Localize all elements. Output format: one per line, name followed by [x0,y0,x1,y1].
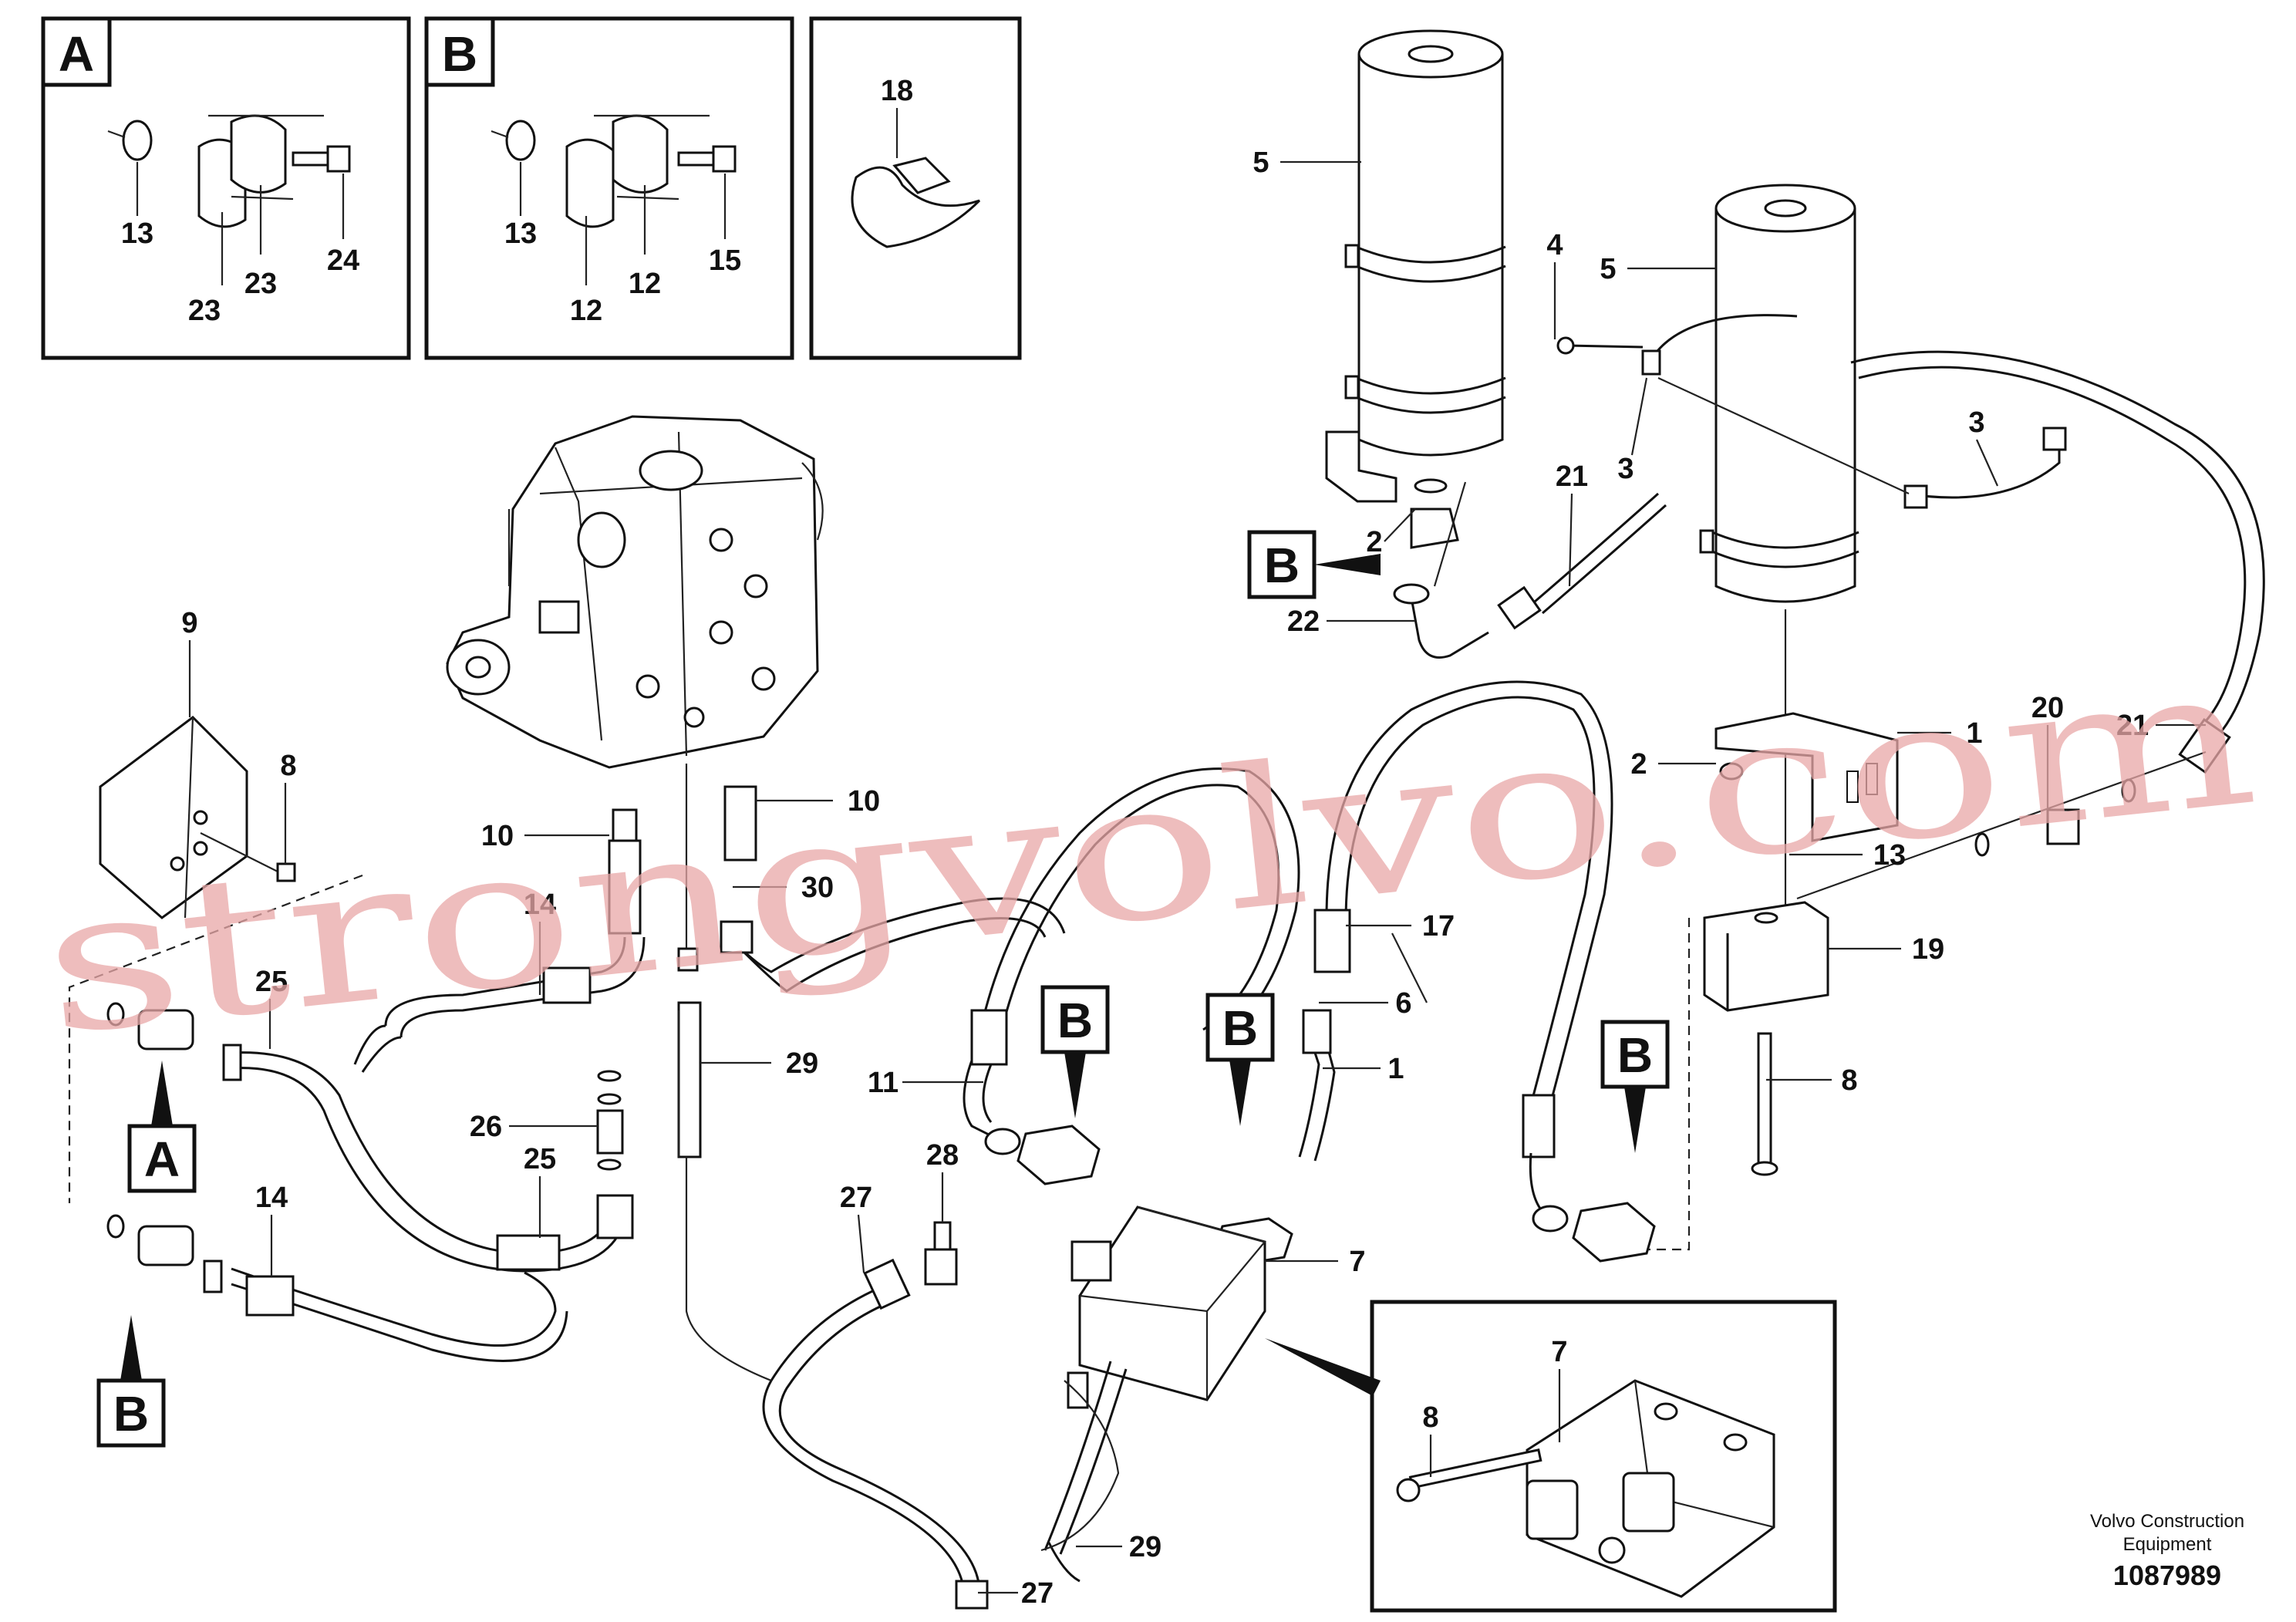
footer-company-line1: Volvo Construction [2090,1511,2244,1532]
callout-10-left: 10 [481,820,514,852]
dashed-link-right [1635,918,1691,1251]
main-control-valve [446,415,824,769]
callout-14-lower: 14 [255,1182,288,1214]
inset-b-letter: B [442,26,477,82]
fitting-26 [596,1070,624,1171]
callout-19: 19 [1912,933,1944,966]
callout-4: 4 [1546,229,1563,261]
dashed-link-left [68,874,363,1203]
inset-a-letter: A [59,26,94,82]
footer-company-line2: Equipment [2123,1534,2212,1555]
marker-b-left: B [113,1386,149,1442]
callout-27-upper: 27 [840,1182,872,1214]
callout-8-right: 8 [1841,1064,1857,1097]
footer-block: Volvo Construction Equipment 1087989 [2090,1511,2244,1591]
inset-b-label-12-right: 12 [629,268,661,300]
valve-7-detail-inset [1370,1300,1837,1613]
marker-b-hose-17: B [1617,1027,1653,1083]
inset-a-label-23-right: 23 [244,268,277,300]
valve-block-19 [1703,901,1829,1176]
hose-17 [1325,680,1613,1135]
callout-2-bracket: 2 [1630,748,1647,781]
hose-25 [231,1051,611,1255]
inset-a: A 13 23 23 24 [41,16,411,360]
inset-c: 18 [809,16,1022,360]
callout-17: 17 [1422,910,1455,943]
hose-14-lower [231,1267,557,1347]
callout-3-right: 3 [1968,406,1984,439]
inset-b-label-13: 13 [504,218,537,250]
inset-a-label-23-left: 23 [188,295,221,327]
inset-c-label-18: 18 [881,75,913,107]
tee-fitting-28 [924,1221,958,1286]
watermark-text: strongvolvo.com [33,623,2266,1078]
reference-markers: B B B B A B [96,530,1670,1448]
callout-25-upper: 25 [255,966,288,998]
callout-7-detail: 7 [1551,1336,1567,1368]
callout-25-lower: 25 [524,1143,556,1175]
flange-b2 [984,1125,1101,1185]
callout-21-left: 21 [1556,460,1588,493]
callout-21-right: 21 [2116,710,2149,742]
callout-5-right: 5 [1600,253,1616,285]
filter-canister-right [1699,184,1859,910]
callout-5-left: 5 [1253,147,1269,179]
callout-27-lower: 27 [1021,1577,1054,1610]
callout-1-bracket: 1 [1966,717,1982,750]
callout-26: 26 [470,1111,502,1143]
mounting-bracket [1714,712,1899,842]
hose-27 [762,1286,966,1597]
callout-29-lower: 29 [1129,1531,1161,1563]
callout-6: 6 [1395,987,1411,1020]
inset-b-label-15: 15 [709,244,741,277]
valve-block-7 [1070,1206,1266,1401]
callout-28: 28 [926,1139,959,1172]
callout-11: 11 [868,1067,899,1099]
hose-21-right [1850,350,2265,742]
marker-b-hose-1: B [1222,1000,1258,1056]
hose-11 [982,767,1300,1043]
footer-drawing-number: 1087989 [2113,1560,2221,1591]
callout-8-left: 8 [280,750,296,782]
inset-b: B 13 12 12 15 [424,16,794,360]
callout-3-left: 3 [1617,453,1633,485]
callout-labels: 5 5 4 3 3 21 2 22 1 2 20 21 13 19 8 9 8 … [181,147,2149,1610]
leader-lines [188,160,2206,1594]
marker-b-hose-11: B [1057,993,1093,1048]
callout-2-top: 2 [1366,526,1382,558]
marker-b-filter: B [1264,538,1300,593]
callout-8-detail: 8 [1422,1401,1438,1434]
callout-22: 22 [1287,605,1320,638]
marker-a-left: A [144,1131,180,1187]
hose-30 [723,897,1066,973]
elbow-22 [1410,597,1489,659]
inset-b-label-12-left: 12 [570,295,602,327]
callout-9: 9 [181,607,197,639]
hose-29 [1043,1361,1112,1551]
hose-21-left [1534,492,1659,603]
strap-clamp [1556,314,2067,509]
callout-7-main: 7 [1349,1246,1365,1278]
callout-29-upper: 29 [786,1047,818,1080]
callout-30: 30 [801,872,834,904]
callout-10-right: 10 [848,785,880,818]
callout-14-upper: 14 [524,889,556,921]
inset-a-label-13: 13 [121,218,153,250]
hose-14-upper [384,936,626,1027]
valve-block-9 [99,716,296,919]
callout-13: 13 [1873,839,1906,872]
fitting-10-right [723,785,757,862]
filter-canister-left [1325,29,1506,549]
callout-1-hose: 1 [1387,1053,1404,1085]
hose-1 [1298,1029,1320,1158]
inset-a-label-24: 24 [327,244,359,277]
flange-b4 [1532,1202,1656,1263]
callout-20: 20 [2031,692,2064,724]
